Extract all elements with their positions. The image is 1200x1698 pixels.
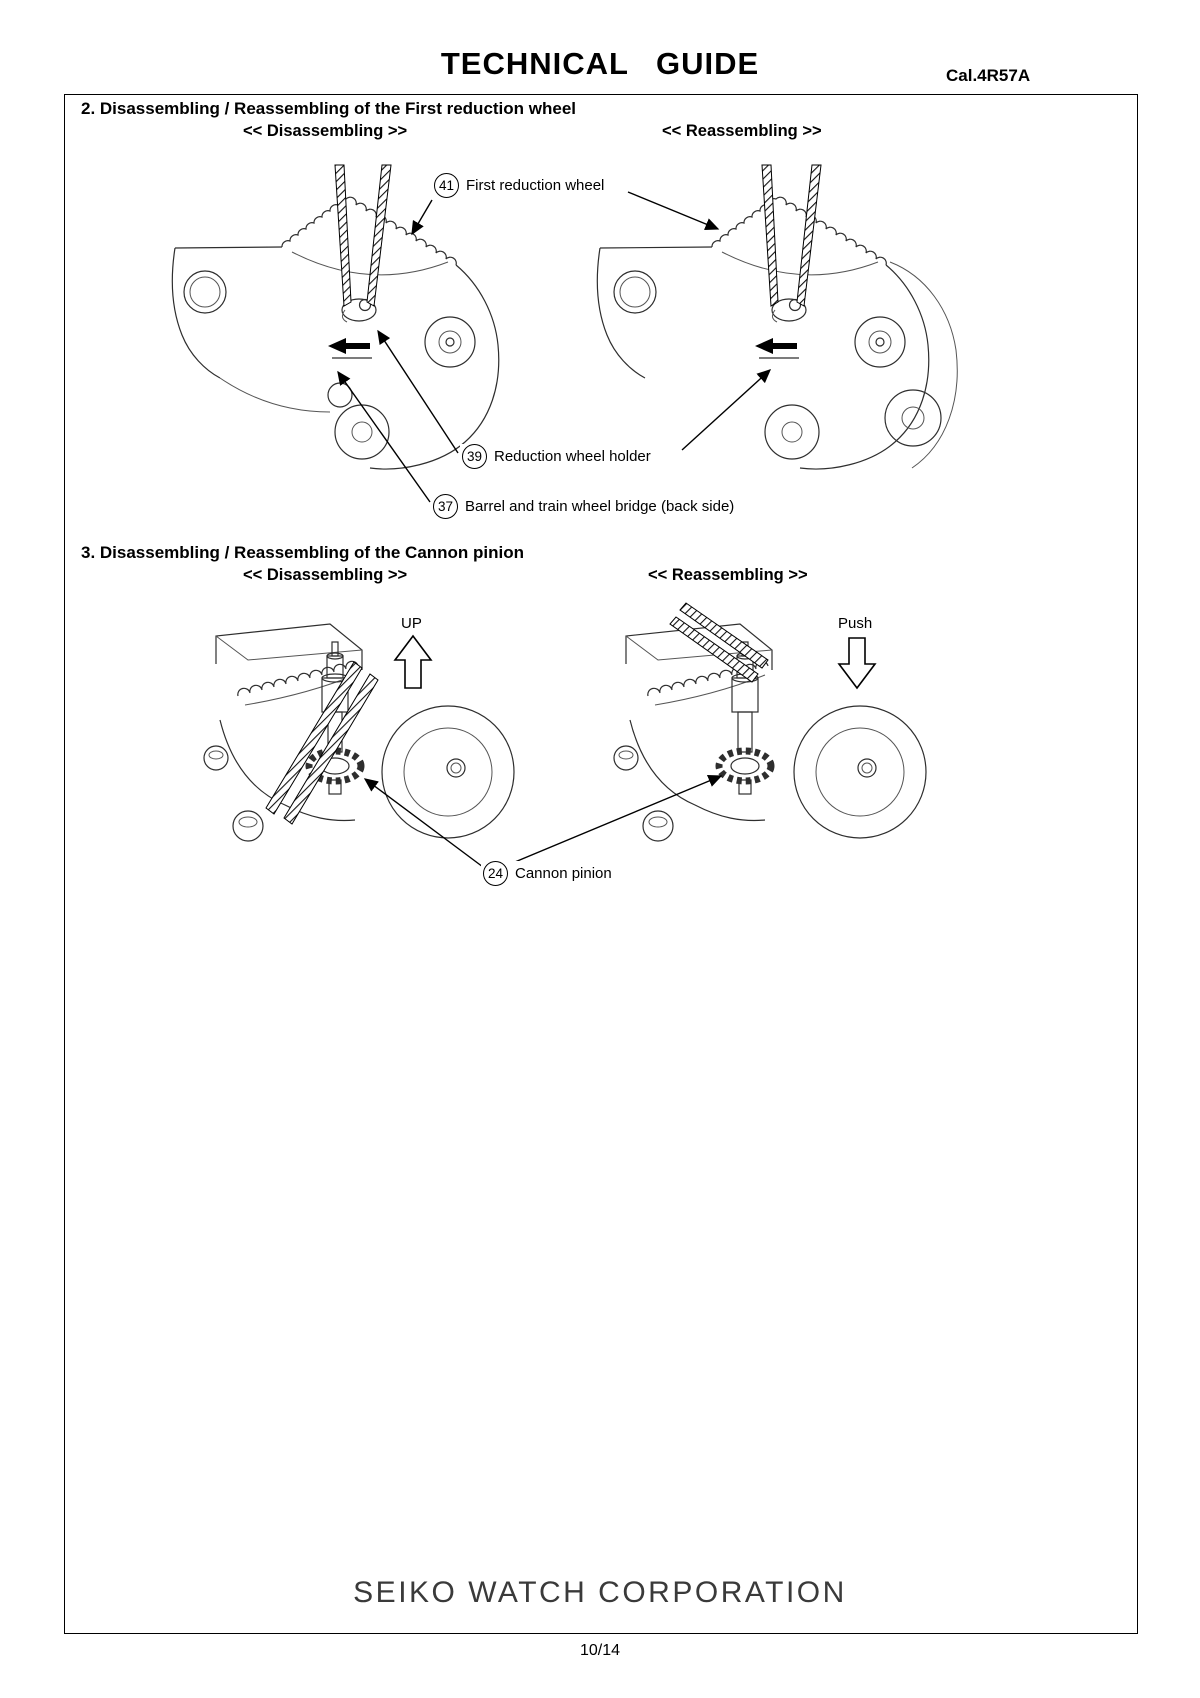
section2-figure [171,164,958,503]
section3-reassembling-label: << Reassembling >> [648,566,808,584]
part-label: Reduction wheel holder [494,448,651,465]
tweezers [265,661,379,825]
direction-arrow-icon [328,338,372,359]
content-border-box [64,94,1138,1634]
callout-barrel-train-wheel-bridge: 37 Barrel and train wheel bridge (back s… [431,494,737,519]
section2-heading: 2. Disassembling / Reassembling of the F… [81,99,577,118]
section2-reassembling-label: << Reassembling >> [662,122,822,140]
reduction-wheel-holder-part [341,298,377,323]
page-title: TECHNICAL GUIDE [440,46,760,81]
right-cannon-pinion-drawing [613,602,927,842]
part-label: First reduction wheel [466,177,605,194]
caliber-label: Cal.4R57A [946,66,1031,85]
part-label: Cannon pinion [515,865,612,882]
callout-reduction-wheel-holder: 39 Reduction wheel holder [460,444,653,469]
tweezers [669,602,769,683]
first-reduction-wheel-teeth [281,196,457,266]
section3-figure [203,602,927,868]
tweezers [761,164,822,307]
up-arrow-icon [393,634,433,689]
part-number-badge: 37 [433,494,458,519]
part-number-badge: 41 [434,173,459,198]
callout-cannon-pinion: 24 Cannon pinion [481,861,614,886]
page-number: 10/14 [579,1642,621,1659]
section3-disassembling-label: << Disassembling >> [243,566,408,584]
push-down-arrow-icon [837,637,877,690]
tweezers [334,164,392,307]
direction-arrow-icon [755,338,799,359]
part-number-badge: 24 [483,861,508,886]
footer-brand: SEIKO WATCH CORPORATION [353,1576,847,1609]
part-label: Barrel and train wheel bridge (back side… [465,498,735,515]
first-reduction-wheel-teeth [711,196,887,266]
section2-disassembling-label: << Disassembling >> [243,122,408,140]
callout-first-reduction-wheel: 41 First reduction wheel [432,173,607,198]
right-movement-drawing [596,164,958,470]
section3-heading: 3. Disassembling / Reassembling of the C… [81,543,525,562]
push-label: Push [838,615,873,632]
up-label: UP [401,615,422,632]
left-cannon-pinion-drawing [203,623,515,842]
left-movement-drawing [171,164,500,470]
leader-arrows [337,191,772,503]
leader-arrows [363,775,723,868]
reduction-wheel-holder-part [771,298,807,323]
part-number-badge: 39 [462,444,487,469]
